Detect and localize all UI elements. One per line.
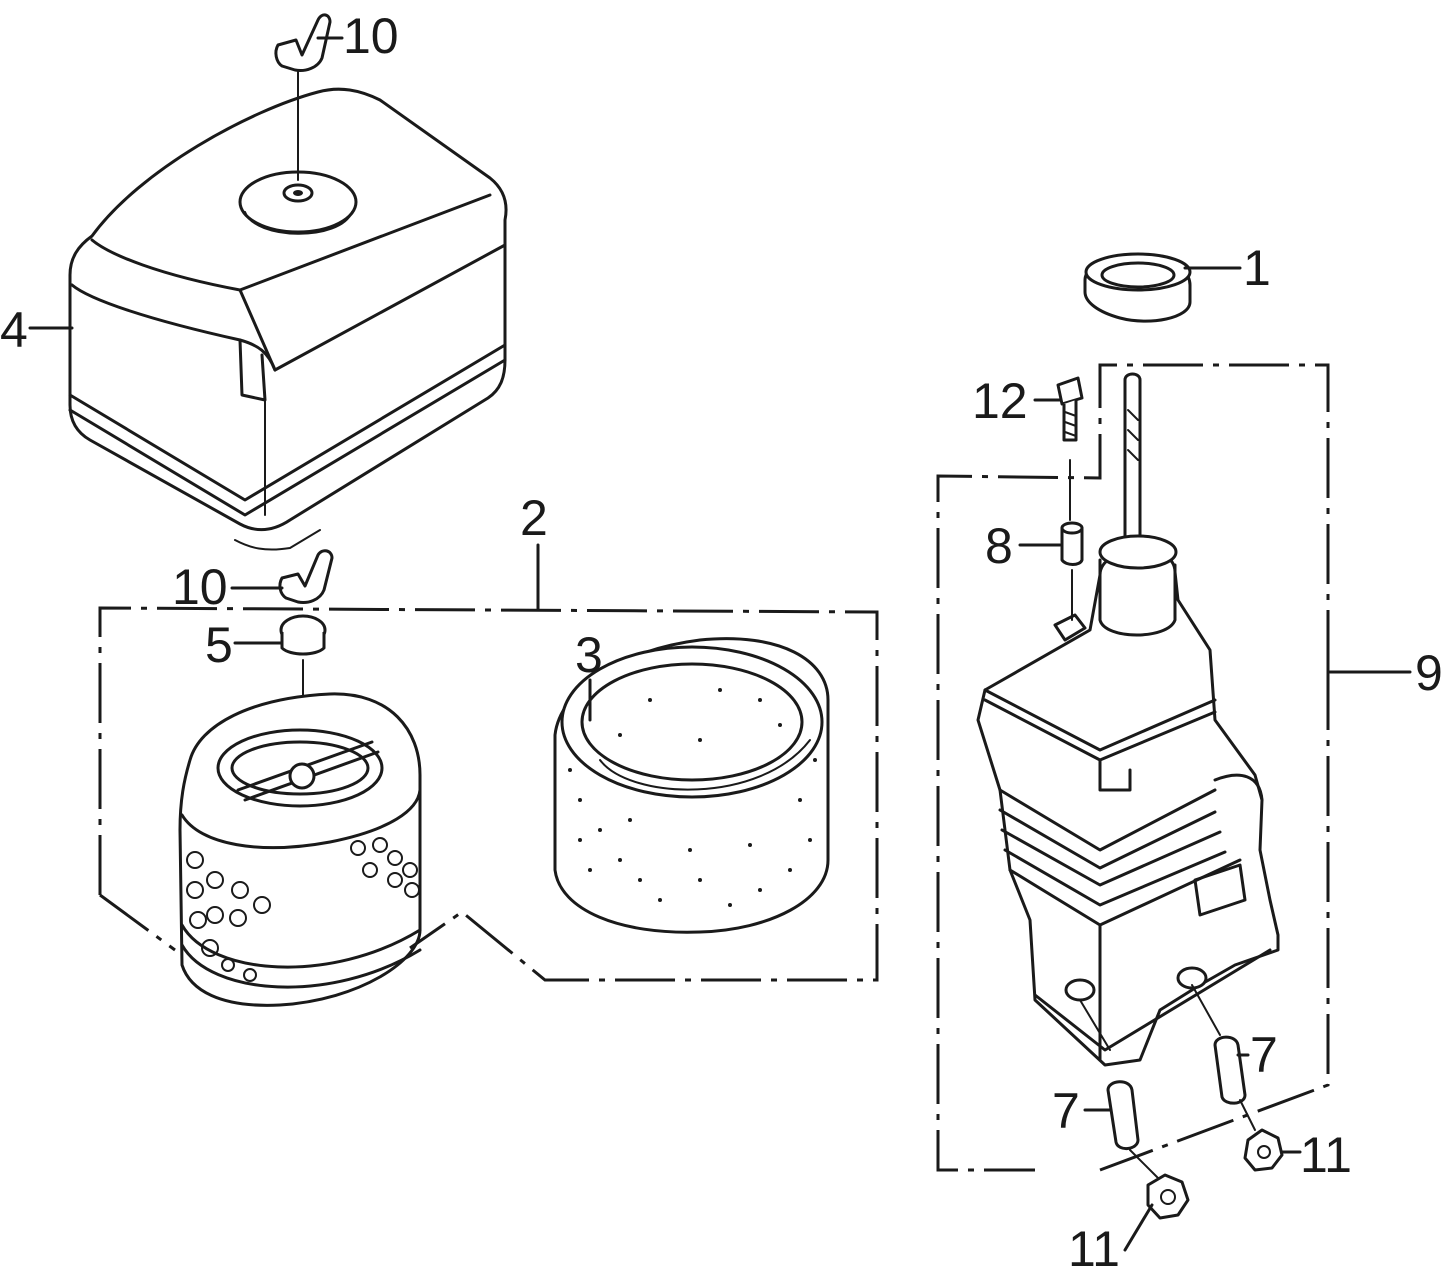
group-2-bracket-left (99, 893, 176, 952)
part-10-wing-nut-top (274, 13, 332, 181)
callout-11-right: 11 (1300, 1127, 1352, 1183)
part-3-foam-element (553, 637, 830, 934)
group-2-bracket (98, 606, 879, 982)
callout-7-right: 7 (1250, 1027, 1278, 1083)
part-1-seal-ring (1083, 252, 1192, 323)
callout-11-left: 11 (1068, 1221, 1120, 1269)
part-7-stud-left (1079, 999, 1140, 1150)
part-8-collar (1060, 521, 1084, 621)
callout-9: 9 (1415, 645, 1443, 701)
callout-1: 1 (1243, 240, 1271, 296)
part-9-air-cleaner-case (976, 372, 1280, 1067)
part-11-nut-right (1239, 1099, 1284, 1172)
callout-7-left: 7 (1052, 1083, 1080, 1139)
part-10-wing-nut-lower (278, 549, 334, 604)
part-11-nut-left (1129, 1149, 1190, 1220)
part-7-stud-right (1191, 984, 1247, 1105)
callout-10-top: 10 (343, 8, 399, 64)
part-5-grommet-nut (279, 614, 327, 761)
callout-3: 3 (575, 627, 603, 683)
callout-8: 8 (985, 518, 1013, 574)
callout-2: 2 (520, 490, 548, 546)
group-9-bracket-lower (1099, 670, 1330, 1172)
part-4-air-cleaner-cover (68, 87, 508, 551)
callout-5: 5 (205, 617, 233, 673)
group-9-bracket (936, 363, 1330, 1172)
part-12-bolt (1056, 376, 1084, 521)
leader-11a (1123, 1203, 1154, 1252)
callout-4: 4 (0, 302, 28, 358)
part-2-paper-element (178, 692, 422, 1007)
callout-10-lower: 10 (172, 559, 228, 615)
callout-12: 12 (972, 373, 1028, 429)
